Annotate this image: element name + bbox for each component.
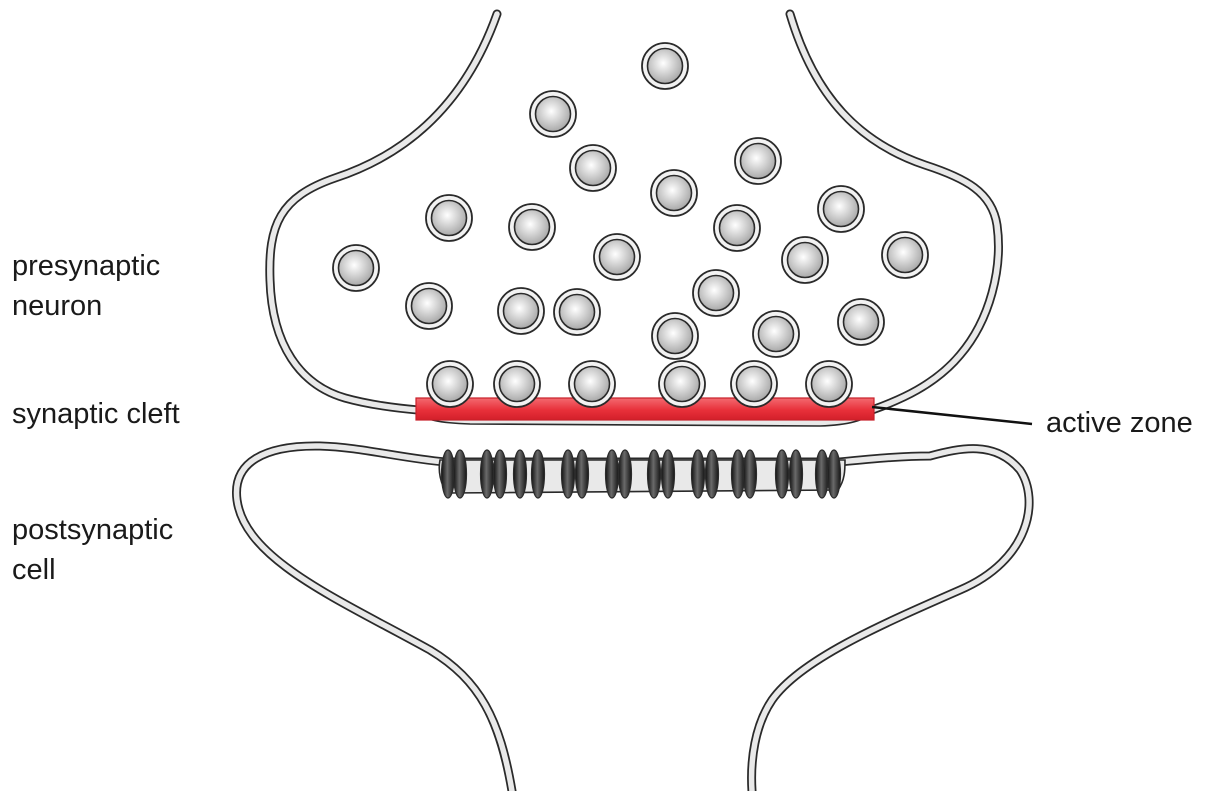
vesicle [659, 361, 705, 407]
active-zone-leader-line [872, 407, 1032, 424]
vesicle [731, 361, 777, 407]
receptor [619, 450, 632, 498]
vesicle [569, 361, 615, 407]
vesicle [406, 283, 452, 329]
label-active-zone: active zone [1046, 403, 1193, 443]
label-presynaptic-neuron: presynaptic neuron [12, 246, 160, 326]
vesicle [530, 91, 576, 137]
label-active-zone-text: active zone [1046, 403, 1193, 443]
vesicle [426, 195, 472, 241]
vesicle [498, 288, 544, 334]
vesicle [494, 361, 540, 407]
active-zone-bar [416, 398, 874, 420]
vesicle [427, 361, 473, 407]
label-presynaptic-line1: presynaptic [12, 246, 160, 286]
vesicle [554, 289, 600, 335]
receptor [744, 450, 757, 498]
receptor [776, 450, 789, 498]
receptor [692, 450, 705, 498]
receptor [606, 450, 619, 498]
vesicle [693, 270, 739, 316]
receptor [481, 450, 494, 498]
label-synaptic-cleft-text: synaptic cleft [12, 394, 180, 434]
receptor [442, 450, 455, 498]
receptor [648, 450, 661, 498]
receptor [576, 450, 589, 498]
synaptic-vesicles [333, 43, 928, 407]
vesicle [594, 234, 640, 280]
vesicle [782, 237, 828, 283]
vesicle [882, 232, 928, 278]
vesicle [509, 204, 555, 250]
receptor [494, 450, 507, 498]
vesicle [735, 138, 781, 184]
vesicle [652, 313, 698, 359]
receptor [454, 450, 467, 498]
vesicle [642, 43, 688, 89]
vesicle [753, 311, 799, 357]
label-presynaptic-line2: neuron [12, 286, 160, 326]
vesicle [570, 145, 616, 191]
vesicle [838, 299, 884, 345]
vesicle [714, 205, 760, 251]
presynaptic-membrane [270, 14, 999, 426]
label-postsynaptic-line2: cell [12, 550, 173, 590]
vesicle [651, 170, 697, 216]
vesicle [333, 245, 379, 291]
receptor [706, 450, 719, 498]
label-postsynaptic-line1: postsynaptic [12, 510, 173, 550]
receptor [732, 450, 745, 498]
receptor [816, 450, 829, 498]
receptor [662, 450, 675, 498]
receptor [790, 450, 803, 498]
receptor [562, 450, 575, 498]
vesicle [818, 186, 864, 232]
postsynaptic-membrane [237, 446, 1030, 791]
vesicle [806, 361, 852, 407]
receptor [514, 450, 527, 498]
label-postsynaptic-cell: postsynaptic cell [12, 510, 173, 590]
receptor [532, 450, 545, 498]
label-synaptic-cleft: synaptic cleft [12, 394, 180, 434]
receptor [828, 450, 841, 498]
